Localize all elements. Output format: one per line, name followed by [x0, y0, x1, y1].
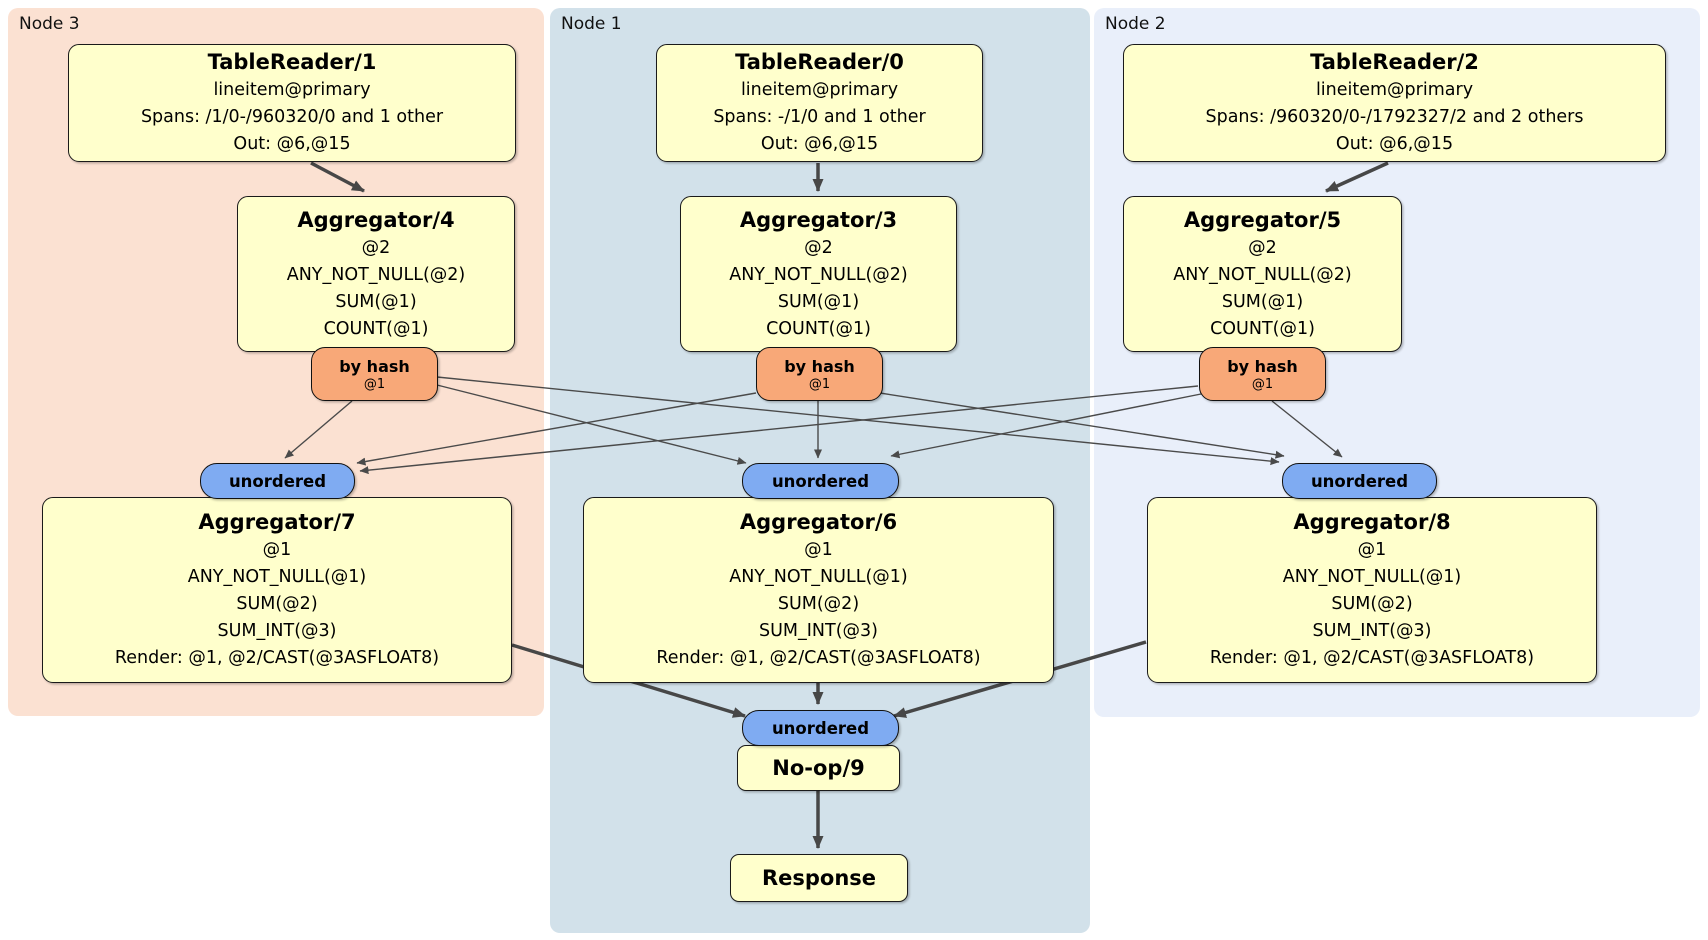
processor-detail: SUM(@1) — [335, 291, 417, 312]
router-label: by hash — [1227, 356, 1298, 376]
node-2-label: Node 2 — [1105, 14, 1166, 34]
processor-detail: SUM(@2) — [777, 594, 860, 614]
processor-detail: ANY_NOT_NULL(@2) — [286, 264, 466, 285]
edge-hash1-unordered2 — [879, 392, 1285, 459]
sync-unordered-node1: unordered — [742, 463, 899, 499]
processor-response: Response — [730, 854, 908, 902]
processor-detail: ANY_NOT_NULL(@1) — [1282, 567, 1462, 587]
processor-detail: ANY_NOT_NULL(@1) — [729, 567, 908, 587]
node-3-label: Node 3 — [19, 14, 80, 34]
processor-detail: lineitem@primary — [213, 80, 371, 100]
processor-aggregator-6: Aggregator/6 @1 ANY_NOT_NULL(@1) SUM(@2)… — [583, 497, 1054, 683]
router-key: @1 — [808, 376, 831, 392]
processor-detail: Spans: /960320/0-/1792327/2 and 2 others — [1205, 107, 1584, 127]
processor-title: Aggregator/7 — [198, 510, 356, 534]
processor-noop-9: No-op/9 — [737, 745, 900, 791]
edge-hash2-unordered3 — [359, 385, 1199, 475]
processor-detail: SUM_INT(@3) — [217, 621, 337, 641]
processor-aggregator-8: Aggregator/8 @1 ANY_NOT_NULL(@1) SUM(@2)… — [1147, 497, 1597, 683]
processor-aggregator-7: Aggregator/7 @1 ANY_NOT_NULL(@1) SUM(@2)… — [42, 497, 512, 683]
sync-label: unordered — [771, 718, 870, 738]
processor-tablereader-2: TableReader/2 lineitem@primary Spans: /9… — [1123, 44, 1666, 162]
processor-detail: ANY_NOT_NULL(@2) — [729, 264, 908, 285]
processor-title: TableReader/2 — [1310, 50, 1479, 74]
processor-title: Aggregator/3 — [739, 207, 898, 232]
processor-detail: COUNT(@1) — [323, 318, 429, 339]
processor-detail: lineitem@primary — [1315, 80, 1474, 100]
processor-detail: COUNT(@1) — [766, 318, 871, 339]
edge-hash1-unordered3 — [356, 392, 757, 466]
processor-aggregator-4: Aggregator/4 @2 ANY_NOT_NULL(@2) SUM(@1)… — [237, 196, 515, 352]
processor-detail: Render: @1, @2/CAST(@3ASFLOAT8) — [114, 648, 440, 668]
processor-detail: Render: @1, @2/CAST(@3ASFLOAT8) — [656, 648, 981, 668]
edge-tr2-agg5 — [1325, 161, 1389, 193]
processor-title: No-op/9 — [772, 755, 865, 780]
sync-label: unordered — [771, 471, 870, 491]
sync-unordered-node2: unordered — [1282, 463, 1437, 499]
processor-tablereader-1: TableReader/1 lineitem@primary Spans: /1… — [68, 44, 516, 162]
processor-detail: Out: @6,@15 — [760, 134, 879, 154]
processor-detail: ANY_NOT_NULL(@2) — [1173, 264, 1352, 285]
processor-detail: Out: @6,@15 — [1335, 134, 1454, 154]
processor-detail: @2 — [1248, 237, 1277, 258]
sync-unordered-final: unordered — [742, 710, 899, 746]
router-label: by hash — [339, 356, 410, 376]
processor-detail: ANY_NOT_NULL(@1) — [187, 567, 367, 587]
edge-hash2-unordered1 — [890, 393, 1202, 459]
processor-title: Aggregator/5 — [1183, 207, 1342, 232]
processor-detail: lineitem@primary — [740, 80, 899, 100]
processor-detail: SUM(@1) — [777, 291, 860, 312]
router-key: @1 — [1251, 376, 1274, 392]
router-by-hash-node3: by hash @1 — [311, 347, 438, 401]
processor-detail: @1 — [262, 540, 292, 560]
processor-title: Response — [761, 865, 877, 890]
router-by-hash-node2: by hash @1 — [1199, 347, 1326, 401]
processor-title: TableReader/0 — [735, 50, 904, 74]
edge-hash2-unordered2 — [1271, 400, 1343, 458]
edge-hash3-unordered2 — [436, 376, 1280, 466]
router-key: @1 — [363, 376, 386, 392]
processor-detail: SUM_INT(@3) — [1312, 621, 1432, 641]
router-label: by hash — [784, 356, 855, 376]
processor-detail: SUM(@2) — [236, 594, 318, 614]
processor-title: Aggregator/8 — [1293, 510, 1451, 534]
sync-label: unordered — [228, 471, 327, 491]
router-by-hash-node1: by hash @1 — [756, 347, 883, 401]
processor-title: Aggregator/6 — [739, 510, 898, 534]
processor-detail: @2 — [804, 237, 833, 258]
processor-detail: Spans: /1/0-/960320/0 and 1 other — [140, 107, 444, 127]
processor-detail: Render: @1, @2/CAST(@3ASFLOAT8) — [1209, 648, 1535, 668]
processor-aggregator-5: Aggregator/5 @2 ANY_NOT_NULL(@2) SUM(@1)… — [1123, 196, 1402, 352]
processor-title: TableReader/1 — [207, 50, 377, 74]
processor-tablereader-0: TableReader/0 lineitem@primary Spans: -/… — [656, 44, 983, 162]
edge-hash3-unordered3 — [284, 400, 353, 459]
edge-tr1-agg4 — [310, 161, 365, 193]
processor-detail: Out: @6,@15 — [233, 134, 351, 154]
node-1-label: Node 1 — [561, 14, 622, 34]
processor-detail: @2 — [361, 237, 391, 258]
processor-detail: SUM_INT(@3) — [759, 621, 878, 641]
processor-detail: COUNT(@1) — [1210, 318, 1315, 339]
processor-aggregator-3: Aggregator/3 @2 ANY_NOT_NULL(@2) SUM(@1)… — [680, 196, 957, 352]
sync-unordered-node3: unordered — [200, 463, 355, 499]
processor-detail: SUM(@2) — [1331, 594, 1413, 614]
processor-detail: SUM(@1) — [1221, 291, 1304, 312]
processor-detail: Spans: -/1/0 and 1 other — [713, 107, 926, 127]
edge-hash3-unordered1 — [436, 384, 747, 465]
processor-detail: @1 — [804, 540, 833, 560]
processor-title: Aggregator/4 — [297, 207, 455, 232]
processor-detail: @1 — [1357, 540, 1387, 560]
sync-label: unordered — [1310, 471, 1409, 491]
